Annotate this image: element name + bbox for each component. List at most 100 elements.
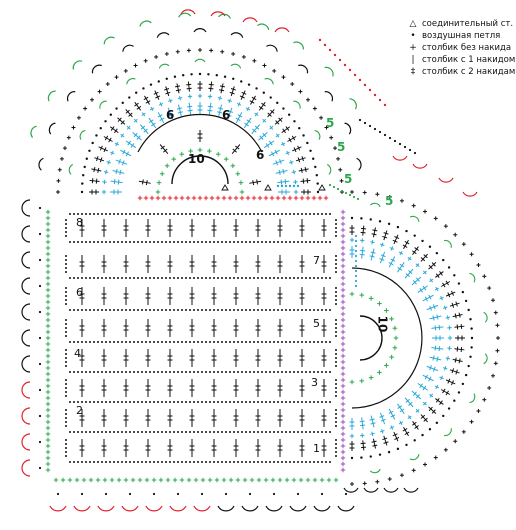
sc-plus (156, 180, 162, 185)
chain-dot (354, 239, 358, 243)
ring-arc (469, 272, 476, 283)
tr-stroke (447, 292, 451, 298)
tr-stroke (136, 135, 141, 140)
tr-stitch (422, 294, 434, 302)
chain-dot (101, 431, 103, 433)
tr-stroke (93, 166, 96, 173)
ring-arc (137, 113, 263, 153)
tr-stroke (426, 304, 439, 311)
chain-dot (101, 461, 103, 463)
tr-stitch (402, 239, 410, 250)
scallop (193, 505, 211, 512)
tr-stitch (123, 319, 129, 337)
tr-stitch (167, 439, 173, 457)
tr-stroke (415, 277, 420, 282)
tr-stitch (217, 104, 224, 117)
chain-dot (157, 371, 159, 373)
chain-dot (261, 341, 263, 343)
sc-plus (236, 102, 242, 107)
sc-plus (415, 408, 420, 413)
chain-dot (306, 141, 309, 145)
chain-dot (325, 241, 327, 243)
chain-dot (383, 103, 387, 107)
chain-dot (249, 461, 251, 463)
tr-stitch (255, 349, 261, 367)
chain-dot (293, 241, 295, 243)
sc-stroke (389, 247, 395, 250)
scallop (363, 487, 379, 493)
chain-dot (197, 277, 199, 279)
tr-stroke (431, 326, 444, 329)
scallop (97, 505, 115, 512)
sc-plus (340, 437, 346, 443)
tr-stroke (419, 287, 423, 293)
tr-stroke (404, 241, 410, 245)
ring-arc (469, 393, 476, 404)
ring-arc (194, 58, 206, 63)
chain-dot (101, 371, 103, 373)
sc-plus (434, 286, 440, 292)
chain-dot (233, 401, 235, 403)
tr-stitch (417, 383, 428, 391)
tr-stitch (432, 335, 444, 341)
tr-stroke (435, 271, 444, 278)
tr-stroke (117, 117, 122, 122)
tr-stroke (284, 179, 287, 185)
chain-dot (169, 461, 171, 463)
chain-dot (109, 241, 111, 243)
tr-stroke (122, 149, 126, 155)
tr-stitch (166, 107, 174, 120)
chain-dot (241, 213, 243, 215)
tr-stitch (435, 271, 444, 279)
tr-stroke (115, 168, 118, 174)
tr-stitch (226, 107, 234, 120)
sc-plus (88, 477, 94, 483)
sc-plus (384, 308, 389, 313)
chain-dot (165, 401, 167, 403)
chain-dot (225, 461, 227, 463)
tr-stroke (134, 102, 139, 107)
chain-dot (205, 341, 207, 343)
sc-plus (339, 178, 344, 183)
chain-dot (85, 401, 87, 403)
tr-stitch (189, 439, 195, 457)
chain-dot (369, 455, 372, 458)
scallop (21, 355, 31, 373)
chain-dot (141, 277, 143, 279)
tr-stitch (255, 439, 261, 457)
tr-stroke (403, 426, 409, 437)
chain-dot (113, 461, 115, 463)
tr-stroke (394, 236, 400, 239)
tr-stroke (431, 262, 436, 267)
sc-plus (114, 75, 119, 80)
tr-stroke (263, 140, 275, 149)
chain-dot (292, 184, 296, 188)
scallop (180, 9, 196, 15)
chain-dot (161, 241, 163, 243)
chain-dot (193, 341, 195, 343)
tr-stitch (101, 439, 107, 457)
chain-dot (193, 431, 195, 433)
chain-dot (321, 341, 323, 343)
sc-stroke (107, 160, 110, 165)
sc-plus (387, 477, 392, 482)
chain-dot (117, 371, 119, 373)
tr-stitch (101, 379, 107, 397)
tr-stroke (382, 235, 388, 239)
chain-dot (289, 371, 291, 373)
chain-dot (249, 371, 251, 373)
chain-dot (296, 492, 300, 496)
tr-stitch (397, 262, 405, 273)
chain-dot (225, 277, 227, 279)
chain-dot (38, 336, 42, 340)
sc-plus (447, 346, 452, 351)
tr-stitch (94, 156, 105, 163)
tr-stroke (361, 417, 364, 430)
chain-dot (153, 401, 155, 403)
sc-plus (101, 189, 107, 195)
chain-dot (189, 461, 191, 463)
tr-stitch (277, 179, 290, 185)
round-label: 6 (256, 148, 265, 162)
sc-plus (407, 256, 412, 261)
